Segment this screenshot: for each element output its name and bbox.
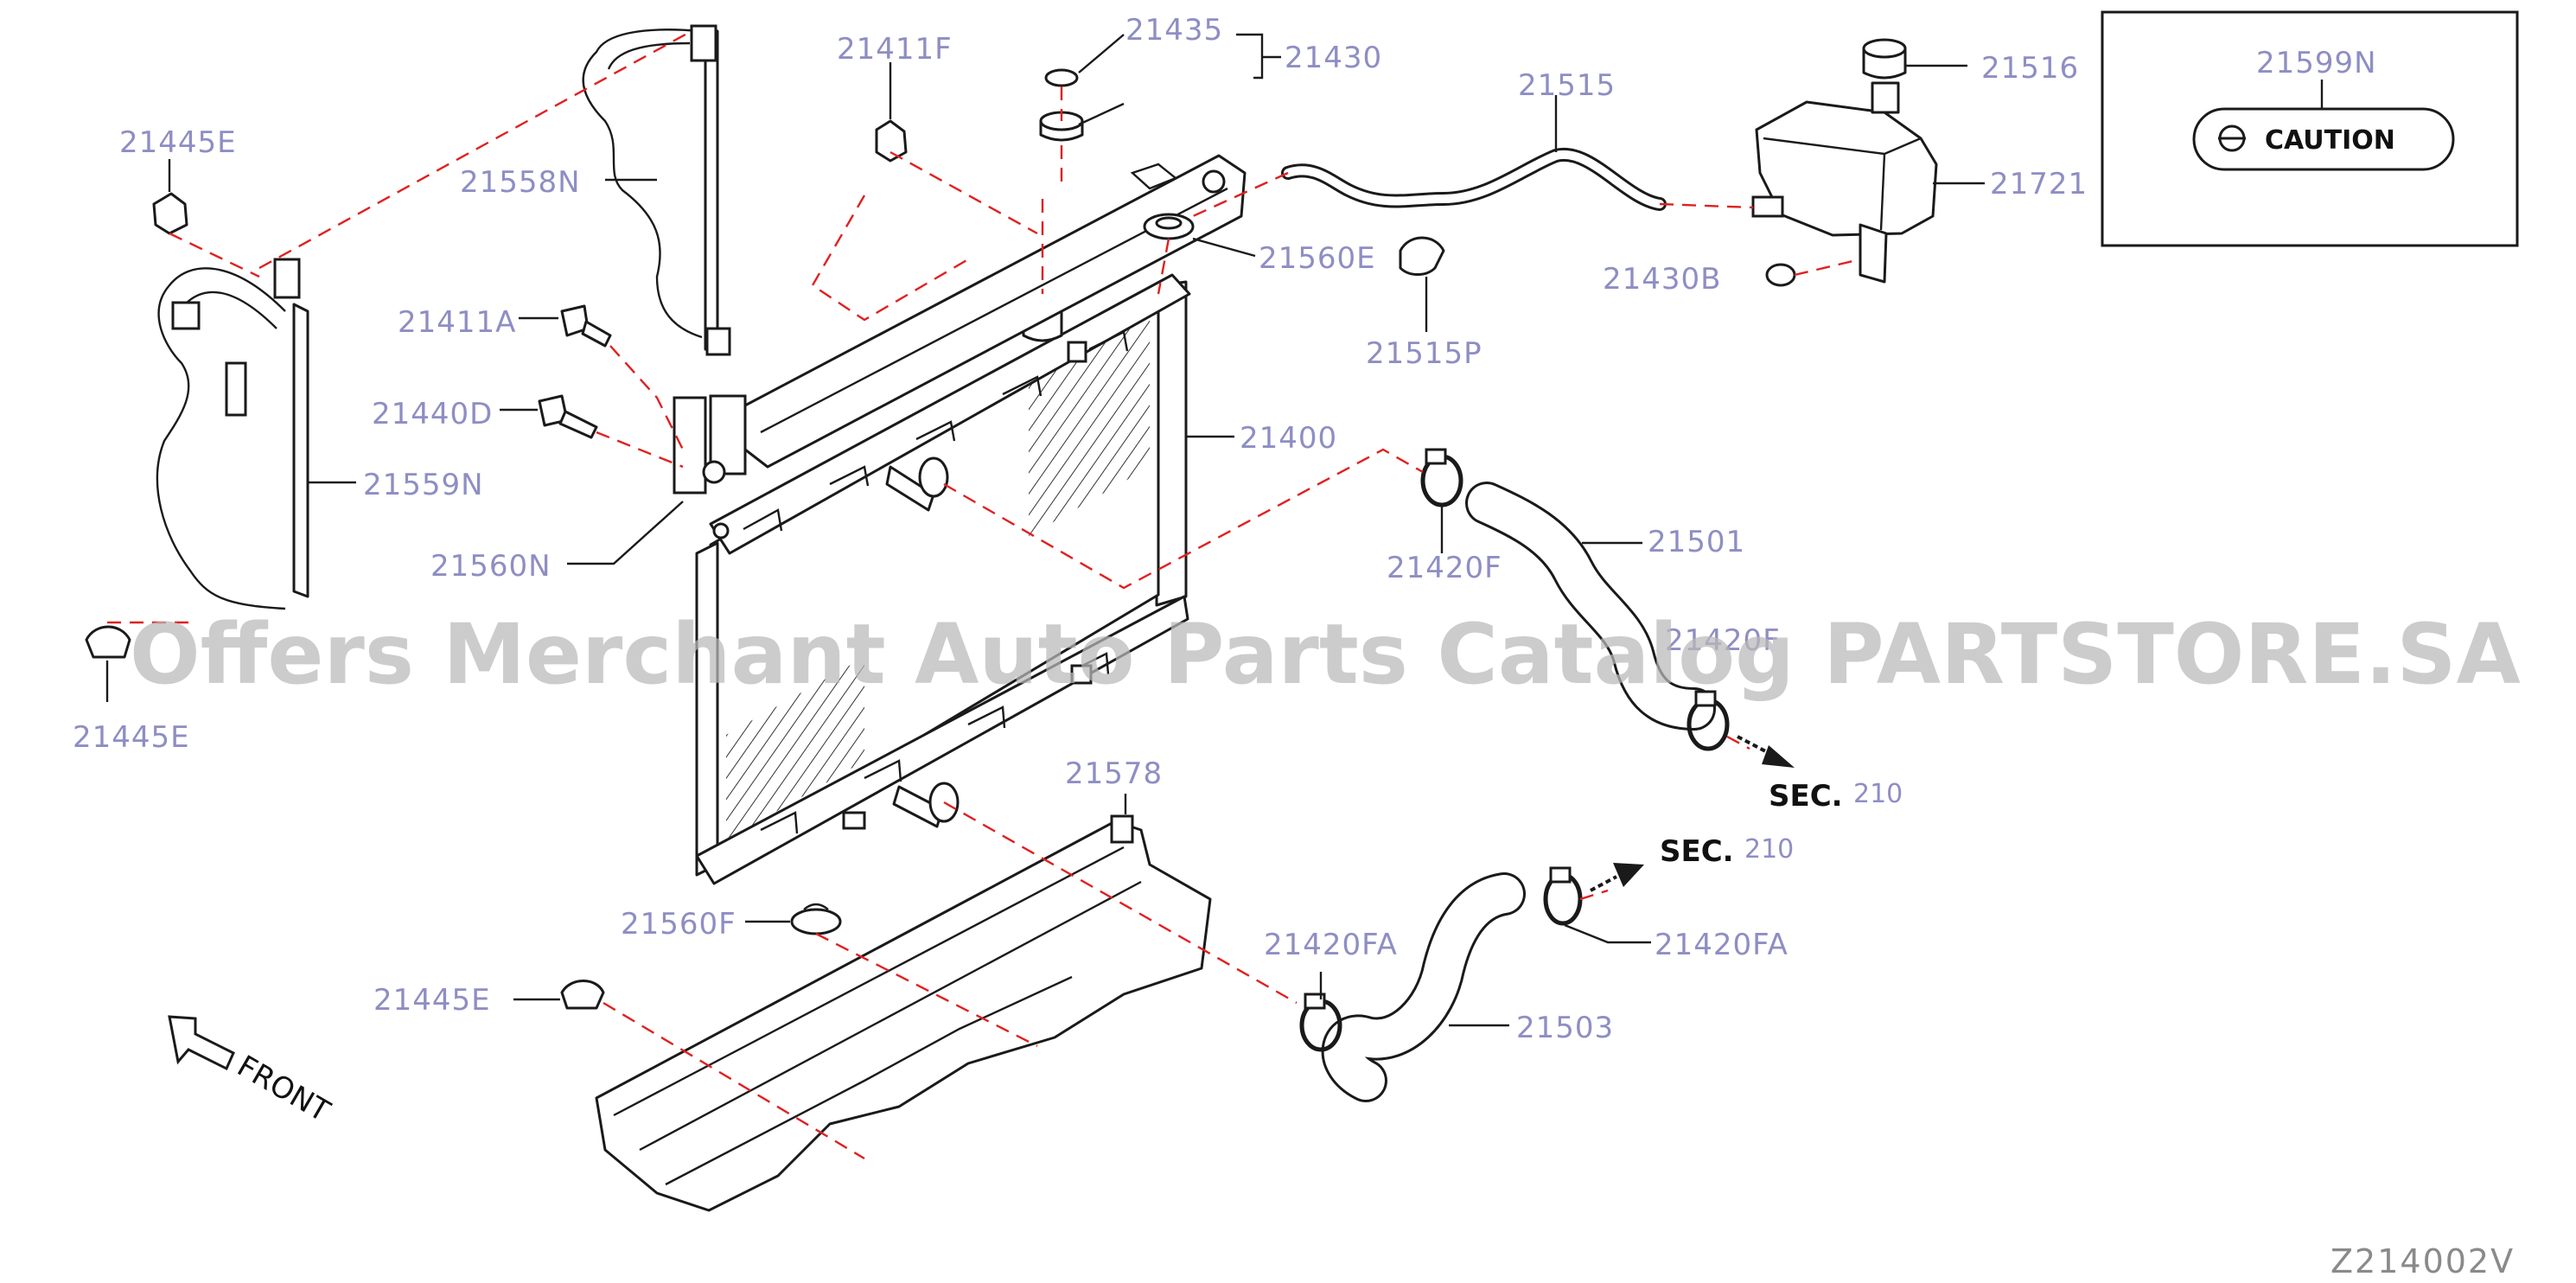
diagram-code: Z214002V	[2331, 1242, 2515, 1280]
reservoir-tank-21721	[1751, 81, 1985, 284]
label-21445E-left: 21445E	[73, 720, 190, 755]
label-21599N: 21599N	[2256, 46, 2377, 80]
sec-text-lower: SEC.	[1660, 834, 1734, 869]
bolt-21411A	[519, 304, 612, 348]
cap-21430	[1039, 33, 1281, 142]
label-21503: 21503	[1516, 1011, 1614, 1045]
lead-21560N	[567, 501, 684, 565]
lower-hose-21503	[1321, 872, 1526, 1102]
label-21411F: 21411F	[837, 32, 953, 67]
label-21559N: 21559N	[363, 468, 484, 502]
assembly-lines	[107, 29, 1861, 1160]
bolt-21440D	[500, 394, 598, 439]
reservoir-hose-21515	[1281, 95, 1667, 211]
label-21560E: 21560E	[1259, 241, 1376, 276]
air-guide-21559N	[156, 258, 356, 610]
section-ref-lower: SEC. 210	[1660, 834, 1794, 869]
reservoir-cap-21516	[1862, 38, 1967, 80]
clip-21445E-top	[152, 159, 188, 235]
caution-text: CAUTION	[2265, 125, 2395, 156]
section-ref-upper: SEC. 210	[1769, 779, 1903, 814]
radiator-21400	[695, 273, 1234, 885]
clip-21445E-bottom	[513, 980, 605, 1010]
upper-bracket-21430	[673, 154, 1247, 495]
caution-label-box: CAUTION 21599N	[2101, 10, 2519, 247]
clip-21411F	[875, 62, 908, 163]
label-21420F-lower: 21420F	[1665, 623, 1781, 658]
hose-clamp-21420F-lower	[1687, 690, 1730, 751]
sec-number-lower: 210	[1744, 834, 1794, 865]
front-arrow: FRONT	[168, 1015, 336, 1129]
label-21501: 21501	[1648, 525, 1745, 559]
sec-arrow-lower	[1590, 863, 1644, 892]
cap-21435	[1044, 34, 1125, 87]
label-21515: 21515	[1518, 68, 1616, 103]
label-21445E-bottom: 21445E	[373, 983, 491, 1018]
label-21420FA-left: 21420FA	[1264, 928, 1398, 962]
label-21420F-upper: 21420F	[1387, 551, 1502, 585]
clamp-21515P	[1399, 236, 1445, 332]
label-21400: 21400	[1240, 421, 1337, 456]
label-21445E-top: 21445E	[119, 125, 237, 160]
sec-number-upper: 210	[1853, 779, 1903, 809]
label-21560N: 21560N	[430, 549, 552, 584]
watermark: Offers Merchant Auto Parts Catalog PARTS…	[130, 606, 2521, 703]
label-21411A: 21411A	[398, 305, 516, 340]
sec-arrow-upper	[1737, 735, 1795, 768]
label-21430: 21430	[1285, 41, 1382, 75]
nut-21430B	[1765, 263, 1796, 287]
hose-clamp-21420FA-upper	[1543, 866, 1651, 944]
hose-clamp-21420FA-lower	[1299, 972, 1342, 1052]
label-21440D: 21440D	[372, 397, 493, 431]
grommet-21560F	[745, 903, 842, 935]
hose-clamp-21420F-upper	[1420, 448, 1463, 553]
label-21516: 21516	[1981, 51, 2079, 86]
front-label: FRONT	[232, 1049, 336, 1129]
clip-21445E-left	[85, 625, 131, 702]
lower-air-guide-21578	[595, 794, 1212, 1212]
label-21515P: 21515P	[1366, 336, 1482, 371]
label-21721: 21721	[1990, 167, 2088, 201]
label-21558N: 21558N	[460, 165, 581, 200]
label-21435: 21435	[1125, 13, 1223, 48]
label-21420FA-right: 21420FA	[1655, 928, 1789, 962]
label-21560F: 21560F	[621, 907, 736, 942]
label-21430B: 21430B	[1603, 262, 1721, 297]
label-21578: 21578	[1065, 756, 1163, 791]
sec-text-upper: SEC.	[1769, 779, 1843, 814]
air-guide-21558N	[582, 24, 731, 356]
part-labels: 21445E 21558N 21411F 21435 21430 21515 2…	[73, 13, 2088, 1045]
upper-hose-21501	[1465, 482, 1716, 731]
